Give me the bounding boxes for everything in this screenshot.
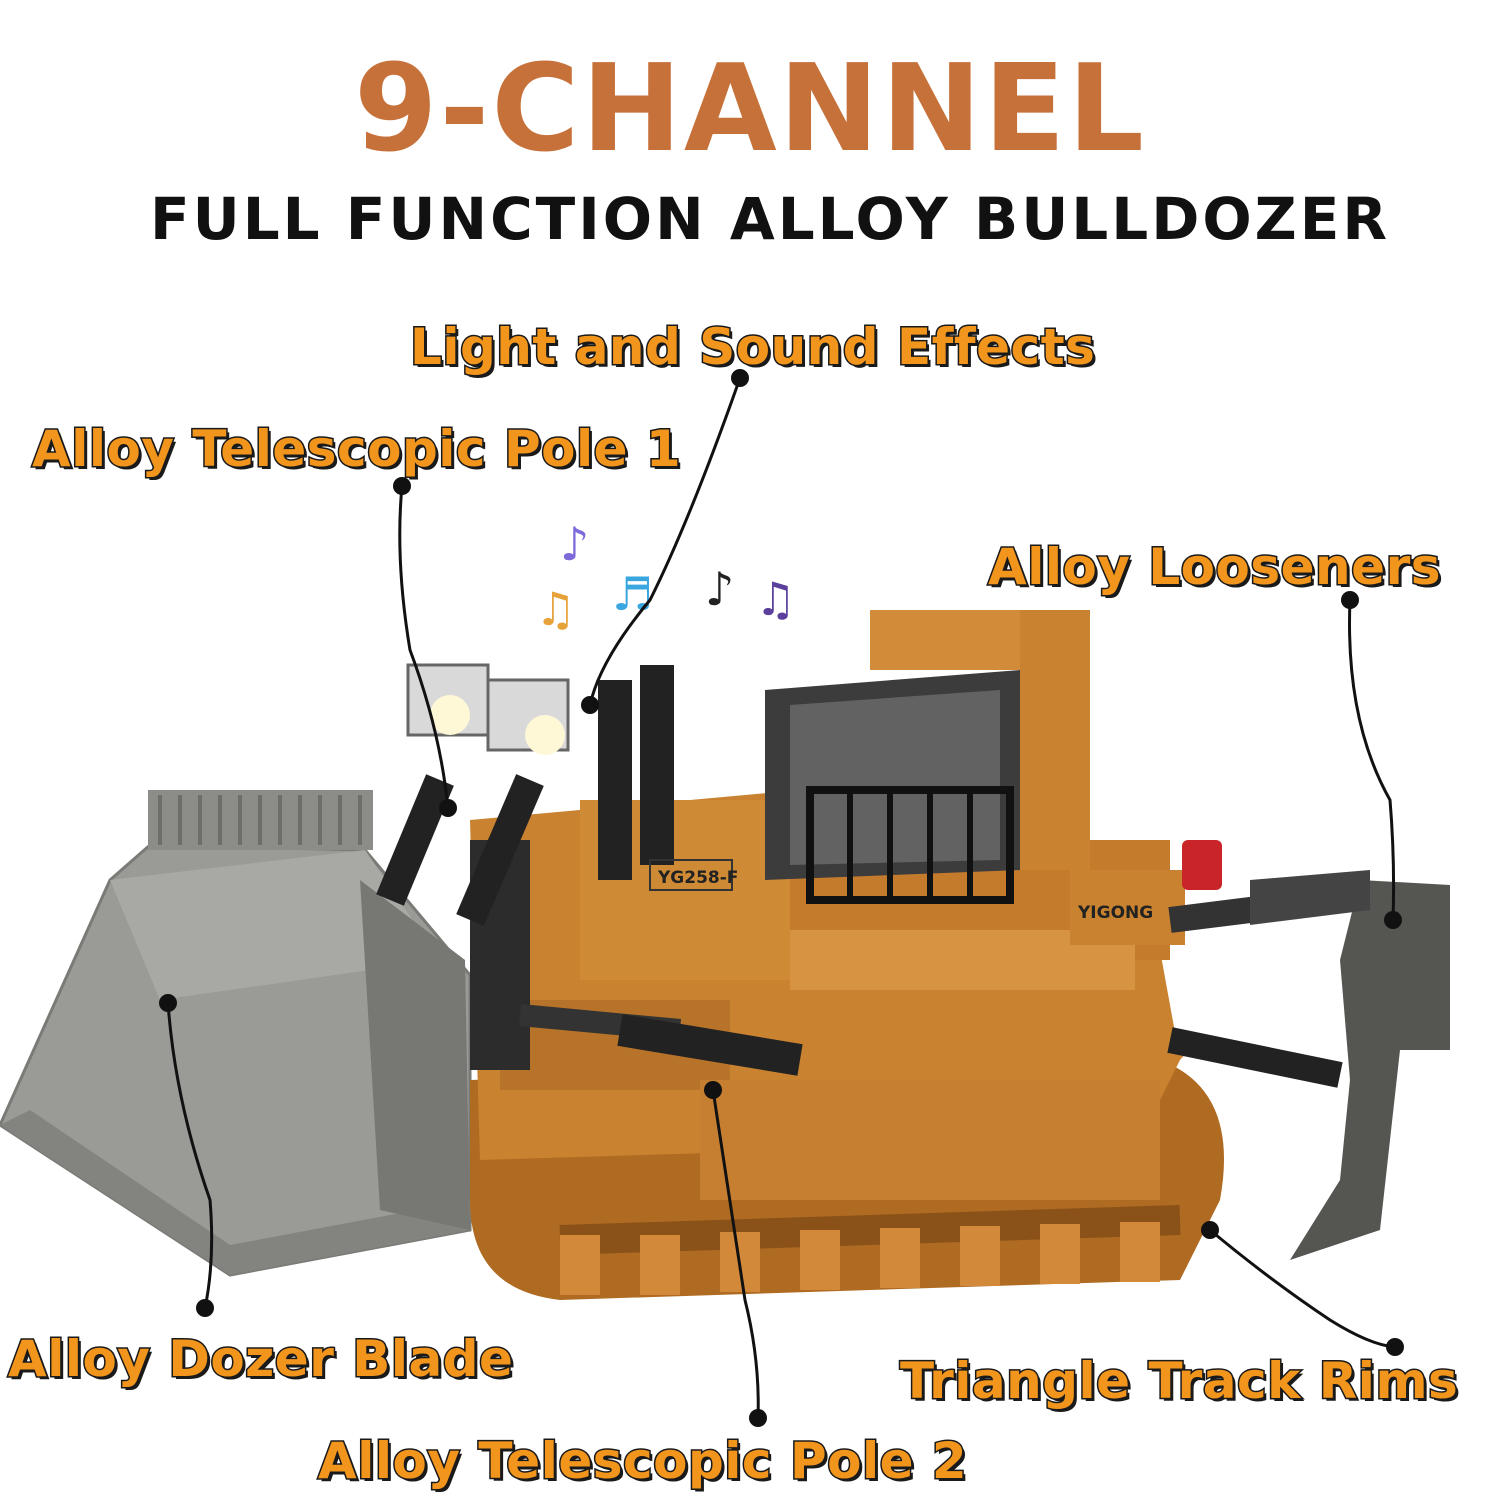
- leader-lines: [166, 377, 1396, 1419]
- callout-looseners: Alloy Looseners: [987, 537, 1442, 598]
- model-label: YG258-F: [657, 868, 738, 888]
- svg-text:♪: ♪: [705, 562, 734, 616]
- product-subtitle: FULL FUNCTION ALLOY BULLDOZER: [149, 185, 1390, 253]
- callout-pole-1: Alloy Telescopic Pole 1: [30, 419, 682, 480]
- callout-pole-2: Alloy Telescopic Pole 2: [316, 1431, 968, 1492]
- brand-label: YIGONG: [1077, 903, 1153, 923]
- svg-text:♬: ♬: [612, 567, 653, 621]
- callout-track-rims: Triangle Track Rims: [898, 1351, 1459, 1412]
- callout-dozer-blade: Alloy Dozer Blade: [6, 1329, 514, 1390]
- leader-dots: [159, 369, 1404, 1427]
- dozer-blade: [0, 790, 472, 1277]
- callout-light-sound: Light and Sound Effects: [408, 317, 1096, 378]
- model-plate: [649, 859, 733, 891]
- ripper: [1250, 870, 1450, 1260]
- svg-text:♪: ♪: [560, 517, 589, 571]
- dozer-cab: [765, 610, 1090, 904]
- svg-text:♫: ♫: [535, 582, 576, 636]
- music-notes-icon: ♪ ♫ ♬ ♪ ♫: [535, 517, 796, 636]
- warning-light: [1182, 840, 1222, 890]
- product-title: 9-CHANNEL: [354, 40, 1146, 179]
- headlights: [406, 663, 570, 755]
- svg-text:♫: ♫: [755, 572, 796, 626]
